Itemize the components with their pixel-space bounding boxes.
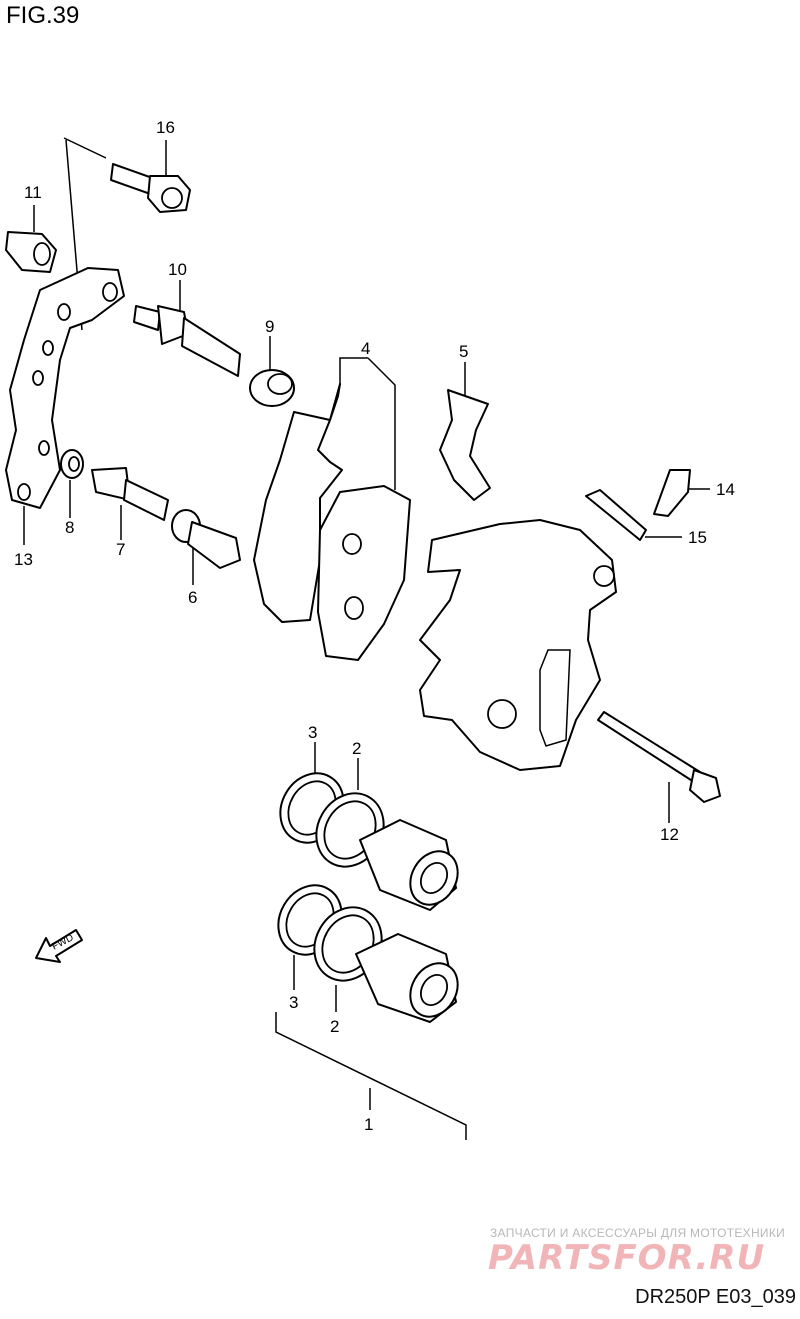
figure-title: FIG.39 [6,2,80,29]
part-11-collar [5,231,57,273]
part-label-3-lower: 3 [289,993,298,1012]
piston-set-upper [279,772,459,911]
part-13-bracket [5,267,125,509]
part-label-11: 11 [24,183,42,202]
part-label-2-upper: 2 [352,739,361,758]
part-label-14: 14 [716,480,735,499]
part-label-15: 15 [688,528,707,547]
part-label-3-upper: 3 [308,723,317,742]
part-label-12: 12 [660,825,679,844]
part-4-pads [253,383,411,661]
watermark-logo: PARTSFOR.RU [488,1238,766,1278]
part-label-10: 10 [168,260,187,279]
part-label-8: 8 [65,518,74,537]
part-label-1: 1 [364,1115,373,1134]
watermark-subtitle: ЗАПЧАСТИ И АКСЕССУАРЫ ДЛЯ МОТОТЕХНИКИ [490,1226,786,1240]
part-7-bolt [91,467,169,521]
part-10-pin [133,305,241,377]
part-label-5: 5 [459,342,468,361]
part-label-13: 13 [14,550,33,569]
part-label-2-lower: 2 [330,1017,339,1036]
part-6-pin [171,509,241,569]
part-16-bolt [110,163,191,213]
part-label-16: 16 [156,118,175,137]
part-5-spring [439,389,491,501]
leader-lines [23,137,710,1140]
part-14-bleeder [653,469,691,517]
part-12-pin [597,711,721,803]
part-label-6: 6 [188,588,197,607]
part-15-cap [585,489,647,541]
fwd-arrow-icon [35,929,83,963]
part-label-9: 9 [265,317,274,336]
part-label-7: 7 [116,540,125,559]
figure-code: DR250P E03_039 [635,1286,796,1308]
part-8-washer [60,449,84,479]
part-label-4: 4 [361,339,370,358]
piston-set-lower [277,884,459,1023]
caliper-body [419,519,617,771]
part-9-boot [249,369,295,407]
